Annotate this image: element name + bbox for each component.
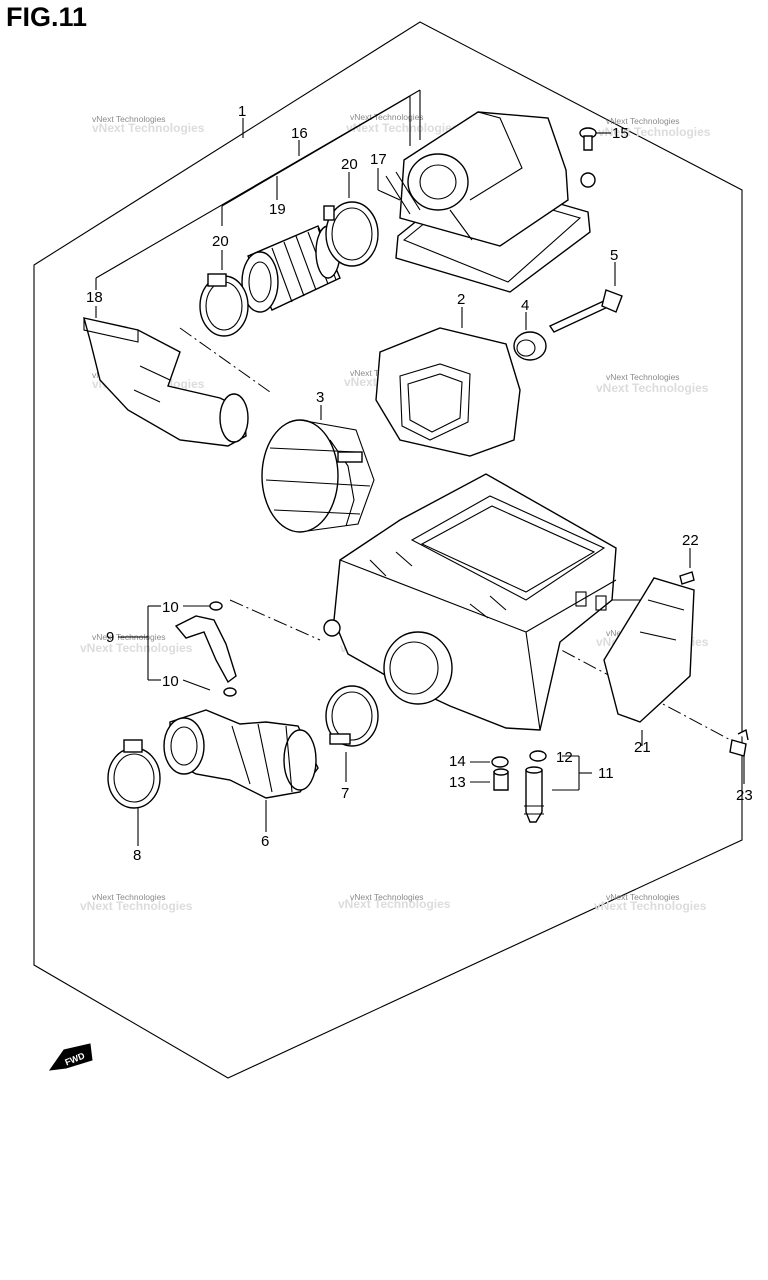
part-20-clamp-left (199, 273, 249, 337)
callout-5: 5 (610, 247, 618, 264)
callout-10-lower: 10 (162, 673, 179, 690)
part-5-bolt (548, 289, 623, 333)
callout-17: 17 (370, 151, 387, 168)
watermark-text: vNext Technologies (606, 116, 680, 126)
callout-19: 19 (269, 201, 286, 218)
assembly-boundary (33, 21, 743, 1079)
watermark-ghost: vNext Technologies (80, 641, 193, 655)
part-17-cleaner-cap (385, 111, 596, 293)
callout-9: 9 (106, 629, 114, 646)
watermark-text: vNext Technologies (350, 892, 424, 902)
part-21-bracket (603, 577, 695, 723)
callout-4: 4 (521, 297, 529, 314)
watermark-ghost: vNext Technologies (346, 121, 459, 135)
watermark-text: vNext Technologies (606, 892, 680, 902)
callout-22: 22 (682, 532, 699, 549)
part-7-clamp (325, 685, 379, 747)
part-air-cleaner-case (323, 473, 617, 731)
watermark-ghost: vNext Technologies (594, 899, 707, 913)
watermark-ghost: vNext Technologies (598, 125, 711, 139)
watermark-text: vNext Technologies (350, 112, 424, 122)
watermark-text: vNext Technologies (92, 892, 166, 902)
watermark-ghost: vNext Technologies (596, 381, 709, 395)
callout-10-upper: 10 (162, 599, 179, 616)
part-10-clip-lower (223, 687, 237, 697)
part-15-screw (579, 127, 597, 151)
callout-14: 14 (449, 753, 466, 770)
callout-2: 2 (457, 291, 465, 308)
part-12-clip (529, 750, 547, 762)
part-18-intake-duct (83, 317, 249, 447)
part-19-hose (241, 225, 341, 313)
callout-1: 1 (238, 103, 246, 120)
watermark-text: vNext Technologies (606, 372, 680, 382)
watermark-ghost: vNext Technologies (338, 897, 451, 911)
part-10-clip-upper (209, 601, 223, 611)
watermark-ghost: vNext Technologies (92, 121, 205, 135)
part-8-clamp (107, 739, 161, 809)
callout-13: 13 (449, 774, 466, 791)
part-6-outlet-hose (163, 709, 319, 799)
part-4-grommet (513, 331, 547, 361)
watermark-ghost: vNext Technologies (80, 899, 193, 913)
callout-16: 16 (291, 125, 308, 142)
callout-15: 15 (612, 125, 629, 142)
leader-lines (95, 89, 745, 846)
part-20-clamp-upper (323, 201, 379, 267)
callout-20-left: 20 (212, 233, 229, 250)
fwd-arrow-icon: FWD (48, 1043, 93, 1071)
callout-8: 8 (133, 847, 141, 864)
callout-7: 7 (341, 785, 349, 802)
callout-3: 3 (316, 389, 324, 406)
part-14-clip (491, 756, 509, 768)
callout-21: 21 (634, 739, 651, 756)
callout-12: 12 (556, 749, 573, 766)
figure-title: FIG.11 (6, 2, 87, 32)
part-2-filter-element (375, 327, 521, 457)
callout-20-upper: 20 (341, 156, 358, 173)
callout-11: 11 (598, 765, 614, 782)
part-3-filter-cage (261, 419, 375, 533)
part-9-drain-hose (174, 615, 237, 684)
part-22-bolt (679, 571, 695, 585)
callout-6: 6 (261, 833, 269, 850)
part-23-bolt (729, 728, 749, 757)
part-11-drain-tube (524, 766, 544, 823)
part-13-cap (493, 768, 509, 791)
callout-23: 23 (736, 787, 753, 804)
watermark-text: vNext Technologies (92, 114, 166, 124)
callout-18: 18 (86, 289, 103, 306)
